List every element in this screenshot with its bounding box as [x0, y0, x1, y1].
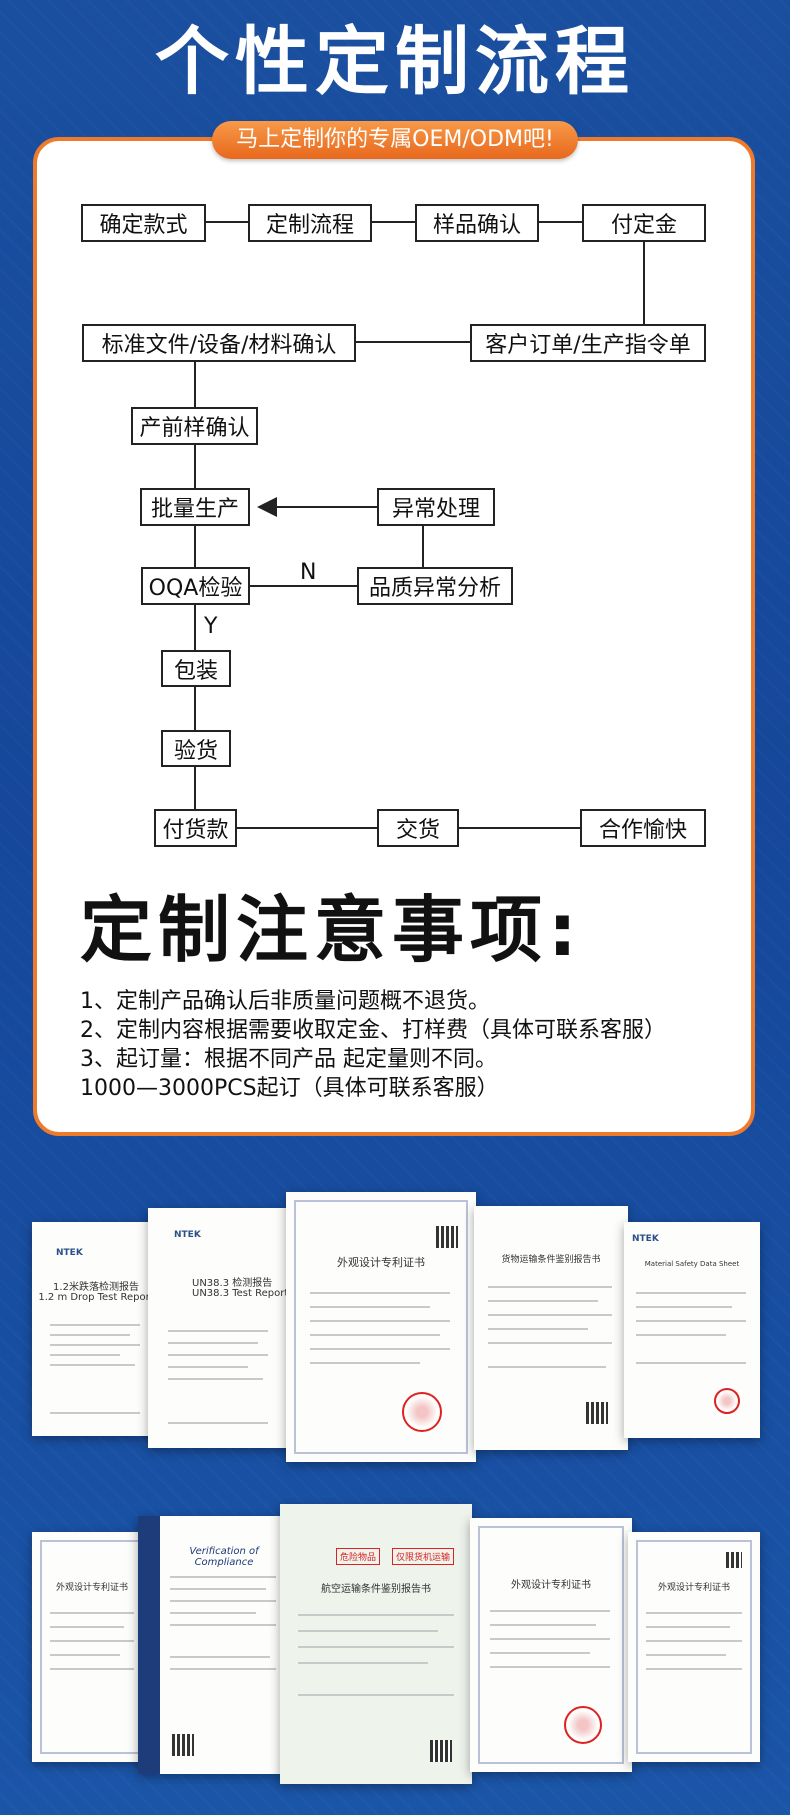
flow-step-custom-process: 定制流程	[248, 204, 372, 242]
qr-code	[726, 1552, 742, 1568]
qr-code	[430, 1740, 452, 1762]
oem-odm-badge: 马上定制你的专属OEM/ODM吧!	[212, 121, 578, 159]
certificate-msds: NTEK Material Safety Data Sheet	[624, 1222, 760, 1438]
official-seal	[564, 1706, 602, 1744]
flow-step-deposit: 付定金	[582, 204, 706, 242]
certificate-air-transport-report: 危险物品 仅限货机运输 航空运输条件鉴别报告书	[280, 1504, 472, 1784]
certificate-title: 外观设计专利证书	[55, 1583, 128, 1593]
flow-step-standard-files: 标准文件/设备/材料确认	[82, 324, 356, 362]
certificate-verification-of-compliance: Verification of Compliance	[138, 1516, 288, 1774]
process-card	[33, 137, 755, 1136]
flow-step-quality-analysis: 品质异常分析	[357, 567, 513, 605]
flow-step-customer-order: 客户订单/生产指令单	[470, 324, 706, 362]
certificate-title: 外观设计专利证书	[337, 1256, 425, 1269]
dangerous-goods-tag: 危险物品	[336, 1548, 381, 1565]
certificate-title: 外观设计专利证书	[657, 1583, 730, 1593]
certificate-title: UN38.3 检测报告	[192, 1278, 273, 1289]
certificate-title: 航空运输条件鉴别报告书	[321, 1584, 431, 1595]
certificate-design-patent-b: 外观设计专利证书	[470, 1518, 632, 1772]
flow-step-oqa-inspection: OQA检验	[141, 567, 250, 605]
flow-step-packaging: 包装	[161, 650, 231, 687]
flow-step-payment: 付货款	[154, 809, 237, 847]
note-item: 2、定制内容根据需要收取定金、打样费（具体可联系客服）	[80, 1018, 666, 1043]
note-item: 1、定制产品确认后非质量问题概不退货。	[80, 989, 490, 1014]
certificate-subtitle: 1.2 m Drop Test Report	[38, 1292, 154, 1303]
certificate-un383-report: NTEK UN38.3 检测报告 UN38.3 Test Report	[148, 1208, 290, 1448]
notes-title: 定制注意事项:	[80, 888, 583, 972]
certificate-title: Verification of Compliance	[189, 1546, 259, 1568]
qr-code	[586, 1402, 608, 1424]
certificate-design-patent-c: 外观设计专利证书	[628, 1532, 760, 1762]
official-seal	[714, 1388, 740, 1414]
flow-step-mass-production: 批量生产	[140, 488, 250, 526]
flow-step-confirm-style: 确定款式	[81, 204, 206, 242]
certificate-design-patent: 外观设计专利证书	[286, 1192, 476, 1462]
certificate-subtitle: UN38.3 Test Report	[192, 1288, 289, 1299]
official-seal	[402, 1392, 442, 1432]
note-item: 3、起订量：根据不同产品 起定量则不同。	[80, 1047, 497, 1072]
flow-step-inspection: 验货	[161, 730, 231, 767]
certificate-title: 外观设计专利证书	[511, 1580, 591, 1591]
cargo-only-tag: 仅限货机运输	[392, 1548, 455, 1565]
flow-step-exception-handling: 异常处理	[377, 488, 495, 526]
flow-label-no: N	[300, 560, 317, 585]
page-title: 个性定制流程	[155, 19, 635, 105]
certificate-title: 1.2米跌落检测报告	[53, 1282, 139, 1293]
ntek-logo: NTEK	[174, 1230, 201, 1240]
ntek-logo: NTEK	[632, 1234, 659, 1244]
note-item: 1000—3000PCS起订（具体可联系客服）	[80, 1076, 499, 1101]
certificate-title: 货物运输条件鉴别报告书	[501, 1255, 601, 1265]
certificate-transport-report: 货物运输条件鉴别报告书	[474, 1206, 628, 1450]
flow-step-sample-confirm: 样品确认	[415, 204, 539, 242]
flow-label-yes: Y	[204, 614, 218, 639]
flow-step-pre-production-sample: 产前样确认	[131, 407, 258, 445]
qr-code	[436, 1226, 458, 1248]
certificate-title: Material Safety Data Sheet	[644, 1260, 740, 1268]
certificate-drop-test-report: NTEK 1.2米跌落检测报告 1.2 m Drop Test Report	[32, 1222, 160, 1436]
qr-code	[172, 1734, 194, 1756]
flow-step-cooperation: 合作愉快	[580, 809, 706, 847]
ntek-logo: NTEK	[56, 1248, 83, 1258]
flow-step-delivery: 交货	[377, 809, 459, 847]
certificate-design-patent-a: 外观设计专利证书	[32, 1532, 152, 1762]
